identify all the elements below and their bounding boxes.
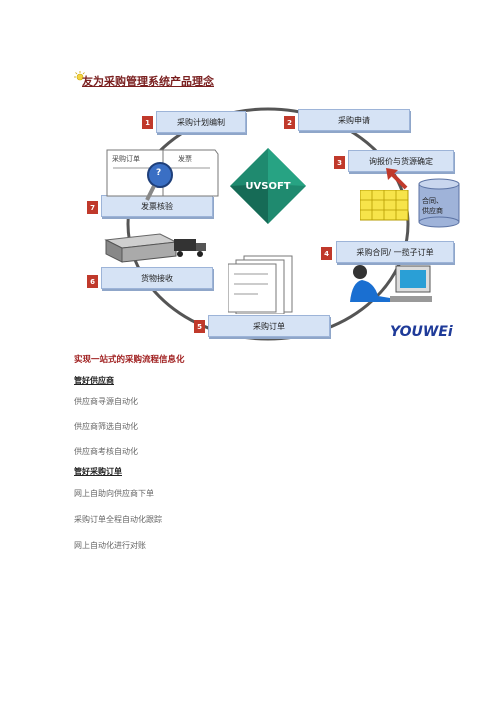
step-5-box[interactable]: 采购订单 [208, 315, 330, 337]
section-order-title: 管好采购订单 [74, 467, 122, 476]
process-cycle-ring [126, 107, 410, 341]
person-at-computer-illustration [350, 265, 432, 302]
uvsoft-label: UVSOFT [245, 181, 291, 192]
supplier-item-2: 供应商筛选自动化 [74, 422, 138, 431]
step-1-number: 1 [142, 116, 153, 129]
doc-label-invoice: 发票 [178, 155, 192, 163]
step-7-label: 发票核验 [141, 201, 173, 211]
process-diagram: UVSOFT 1 采购计划编制 2 采购申请 3 询报价与货源确定 4 采购合同… [70, 92, 470, 342]
step-4-label: 采购合同/ 一揽子订单 [356, 247, 434, 257]
step-2-label: 采购申请 [338, 115, 370, 125]
database-label-line2: 供应商 [422, 207, 443, 215]
database-label-line1: 合同、 [422, 197, 443, 205]
magnifier-question-mark: ? [156, 168, 162, 178]
magnifier-icon [145, 162, 173, 201]
step-2-box[interactable]: 采购申请 [298, 109, 410, 131]
step-6-box[interactable]: 货物接收 [101, 267, 213, 289]
step-4-number: 4 [321, 247, 332, 260]
step-5-label: 采购订单 [253, 321, 285, 331]
section-supplier-title: 管好供应商 [74, 376, 114, 385]
spreadsheet-grid-icon [360, 190, 409, 221]
step-6-label: 货物接收 [141, 273, 173, 283]
uvsoft-cube-logo [228, 146, 308, 226]
step-1-box[interactable]: 采购计划编制 [156, 111, 246, 133]
step-7-number: 7 [87, 201, 98, 214]
doc-label-purchase-order: 采购订单 [112, 155, 140, 163]
step-3-number: 3 [334, 156, 345, 169]
step-2-number: 2 [284, 116, 295, 129]
page-title: 友为采购管理系统产品理念 [82, 75, 214, 88]
youwei-brand-logo: YOUWEi [390, 324, 453, 340]
supplier-item-3: 供应商考核自动化 [74, 447, 138, 456]
order-item-1: 网上自助向供应商下单 [74, 489, 154, 498]
order-item-3: 网上自动化进行对账 [74, 541, 146, 550]
step-4-box[interactable]: 采购合同/ 一揽子订单 [336, 241, 454, 263]
step-1-label: 采购计划编制 [177, 117, 225, 127]
printer-illustration [104, 233, 178, 263]
order-item-2: 采购订单全程自动化跟踪 [74, 515, 162, 524]
step-5-number: 5 [194, 320, 205, 333]
step-6-number: 6 [87, 275, 98, 288]
supplier-item-1: 供应商寻源自动化 [74, 397, 138, 406]
truck-icon [174, 239, 206, 257]
lightbulb-icon [74, 71, 85, 81]
step-3-label: 询报价与货源确定 [369, 156, 433, 166]
headline: 实现一站式的采购流程信息化 [74, 355, 185, 365]
step-3-box[interactable]: 询报价与货源确定 [348, 150, 454, 172]
database-icon [418, 178, 460, 228]
contract-documents [228, 255, 293, 314]
red-arrow-icon [386, 168, 408, 190]
